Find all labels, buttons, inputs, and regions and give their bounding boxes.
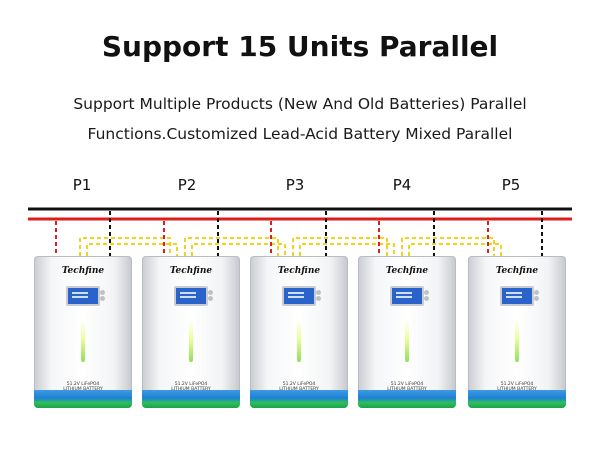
color-stripe [34, 390, 132, 408]
lcd-display-icon [174, 286, 208, 306]
communication-link [79, 237, 502, 256]
screen-button-icon [316, 290, 321, 295]
battery-unit-p1: Techfine 51.2V LiFePO4 LITHIUM BATTERY [34, 256, 132, 408]
subtitle-line-2: Functions.Customized Lead-Acid Battery M… [87, 125, 513, 143]
subtitle-line-1: Support Multiple Products (New And Old B… [73, 95, 527, 113]
battery-unit-p4: Techfine 51.2V LiFePO4 LITHIUM BATTERY [358, 256, 456, 408]
unit-label-p5: P5 [501, 176, 521, 194]
lcd-display-icon [66, 286, 100, 306]
unit-label-p2: P2 [177, 176, 197, 194]
unit-label-p4: P4 [392, 176, 412, 194]
screen-button-icon [100, 290, 105, 295]
color-stripe [358, 390, 456, 408]
status-led-icon [515, 320, 519, 362]
unit-label-p3: P3 [285, 176, 305, 194]
battery-unit-p3: Techfine 51.2V LiFePO4 LITHIUM BATTERY [250, 256, 348, 408]
positive-droppers [55, 221, 489, 256]
color-stripe [142, 390, 240, 408]
lcd-display-icon [500, 286, 534, 306]
lcd-display-icon [282, 286, 316, 306]
model-label: 51.2V LiFePO4 LITHIUM BATTERY [497, 382, 537, 392]
unit-label-p1: P1 [72, 176, 92, 194]
brand-logo: Techfine [61, 266, 105, 276]
screen-button-icon [208, 290, 213, 295]
screen-button-icon [424, 290, 429, 295]
color-stripe [468, 390, 566, 408]
model-label: 51.2V LiFePO4 LITHIUM BATTERY [279, 382, 319, 392]
battery-unit-p2: Techfine 51.2V LiFePO4 LITHIUM BATTERY [142, 256, 240, 408]
status-led-icon [405, 320, 409, 362]
battery-unit-p5: Techfine 51.2V LiFePO4 LITHIUM BATTERY [468, 256, 566, 408]
brand-logo: Techfine [169, 266, 213, 276]
page-title: Support 15 Units Parallel [101, 30, 499, 63]
status-led-icon [81, 320, 85, 362]
brand-logo: Techfine [385, 266, 429, 276]
negative-droppers [109, 211, 543, 256]
status-led-icon [189, 320, 193, 362]
model-label: 51.2V LiFePO4 LITHIUM BATTERY [63, 382, 103, 392]
screen-button-icon [534, 290, 539, 295]
model-label: 51.2V LiFePO4 LITHIUM BATTERY [171, 382, 211, 392]
model-label: 51.2V LiFePO4 LITHIUM BATTERY [387, 382, 427, 392]
brand-logo: Techfine [495, 266, 539, 276]
brand-logo: Techfine [277, 266, 321, 276]
lcd-display-icon [390, 286, 424, 306]
status-led-icon [297, 320, 301, 362]
color-stripe [250, 390, 348, 408]
